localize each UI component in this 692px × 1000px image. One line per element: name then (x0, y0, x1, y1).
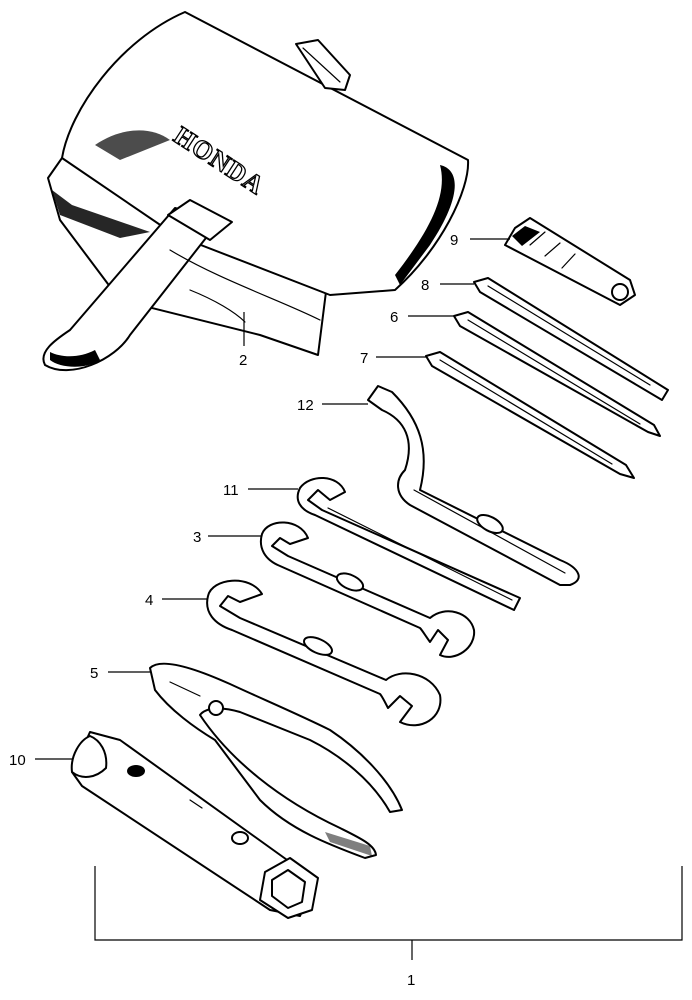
callout-7: 7 (360, 350, 368, 367)
callout-3: 3 (193, 529, 201, 546)
pin-spanner (367, 385, 580, 586)
wrench-4 (206, 579, 442, 727)
tool-pouch: HONDA (42, 11, 470, 372)
wrench-3 (260, 521, 476, 658)
callout-10: 10 (9, 752, 26, 769)
wrench-11 (296, 476, 521, 611)
kit-bracket (94, 866, 683, 941)
callout-8: 8 (421, 277, 429, 294)
callout-2: 2 (239, 352, 247, 369)
callout-5: 5 (90, 665, 98, 682)
spark-plug-wrench (70, 731, 319, 919)
callout-4: 4 (145, 592, 153, 609)
callout-12: 12 (297, 397, 314, 414)
callouts: 1 2 9 8 6 7 12 11 3 4 5 10 (9, 232, 683, 989)
screwdriver-6 (453, 311, 661, 437)
screwdriver-grip (504, 217, 636, 306)
callout-11: 11 (223, 482, 239, 499)
pliers (149, 662, 403, 859)
callout-1: 1 (407, 972, 415, 989)
callout-6: 6 (390, 309, 398, 326)
screwdriver-7 (425, 351, 635, 479)
screwdriver-8 (473, 277, 669, 401)
callout-9: 9 (450, 232, 458, 249)
